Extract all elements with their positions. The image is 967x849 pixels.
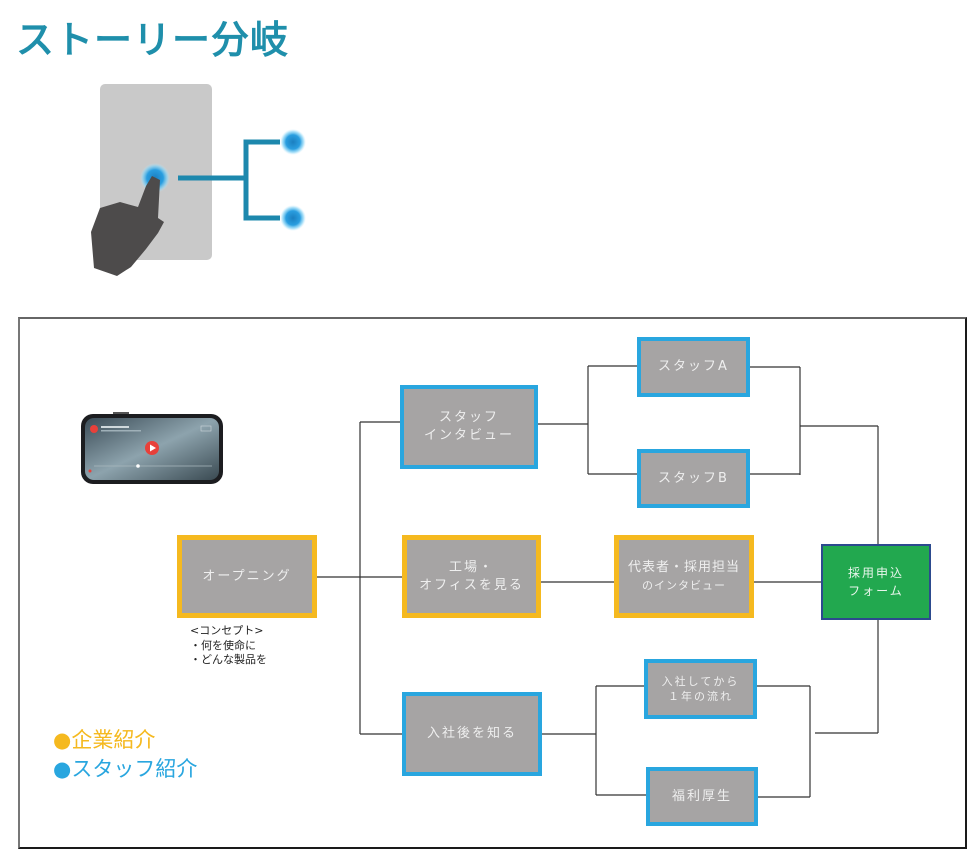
- node-label: １年の流れ: [668, 690, 733, 703]
- node-label: 採用申込: [847, 566, 904, 580]
- hand-pointer-icon: [91, 176, 164, 276]
- legend-marker-icon: ●: [53, 728, 72, 752]
- concept-item: ・何を使命に: [190, 638, 256, 652]
- node-label: 福利厚生: [671, 788, 732, 804]
- node-opening[interactable]: オープニング: [177, 535, 317, 618]
- node-after-joining[interactable]: 入社後を知る: [402, 692, 542, 776]
- node-label: のインタビュー: [642, 578, 726, 592]
- concept-item: ・どんな製品を: [190, 653, 267, 666]
- node-staff-interview[interactable]: スタッフ インタビュー: [400, 385, 538, 469]
- node-factory-office[interactable]: 工場・ オフィスを見る: [402, 535, 541, 618]
- legend-marker-icon: ●: [53, 757, 72, 781]
- legend-label: 企業紹介: [71, 728, 156, 752]
- node-first-year[interactable]: 入社してから １年の流れ: [644, 659, 757, 719]
- subscribe-button[interactable]: [200, 425, 212, 432]
- branch-dot-icon: [280, 205, 306, 231]
- node-label: 入社後を知る: [426, 726, 517, 741]
- node-label: オープニング: [202, 568, 292, 584]
- like-icon: [88, 469, 92, 473]
- node-label: 代表者・採用担当: [627, 559, 740, 575]
- node-application-form[interactable]: 採用申込 フォーム: [821, 544, 931, 620]
- page-title: ストーリー分岐: [16, 18, 290, 62]
- concept-note: <コンセプト> ・何を使命に ・どんな製品を: [190, 624, 267, 668]
- legend: ●企業紹介 ●スタッフ紹介: [53, 726, 197, 784]
- concept-heading: <コンセプト>: [190, 624, 264, 637]
- node-label: 工場・: [448, 559, 494, 575]
- node-label: スタッフ: [438, 410, 499, 425]
- node-label: インタビュー: [423, 428, 514, 443]
- node-staff-b[interactable]: スタッフB: [637, 449, 750, 508]
- legend-label: スタッフ紹介: [71, 757, 198, 781]
- channel-title: [101, 426, 129, 428]
- node-label: 入社してから: [661, 675, 740, 688]
- phone-button: [113, 412, 129, 414]
- channel-subtitle: [101, 430, 141, 432]
- play-icon: [150, 444, 156, 452]
- channel-avatar: [90, 425, 98, 433]
- node-label: スタッフA: [658, 359, 729, 374]
- node-label: オフィスを見る: [419, 577, 524, 593]
- branch-dot-icon: [280, 129, 306, 155]
- progress-handle[interactable]: [136, 464, 140, 468]
- legend-item-staff: ●スタッフ紹介: [53, 755, 197, 784]
- node-label: スタッフB: [658, 470, 729, 486]
- story-branch-illustration: [91, 84, 306, 276]
- branch-bracket: [243, 139, 280, 221]
- node-staff-a[interactable]: スタッフA: [637, 337, 750, 397]
- node-label: フォーム: [848, 584, 904, 598]
- node-rep-interview[interactable]: 代表者・採用担当 のインタビュー: [614, 535, 754, 618]
- legend-item-company: ●企業紹介: [53, 726, 197, 755]
- node-welfare[interactable]: 福利厚生: [646, 767, 758, 826]
- phone-mockup: [81, 412, 223, 484]
